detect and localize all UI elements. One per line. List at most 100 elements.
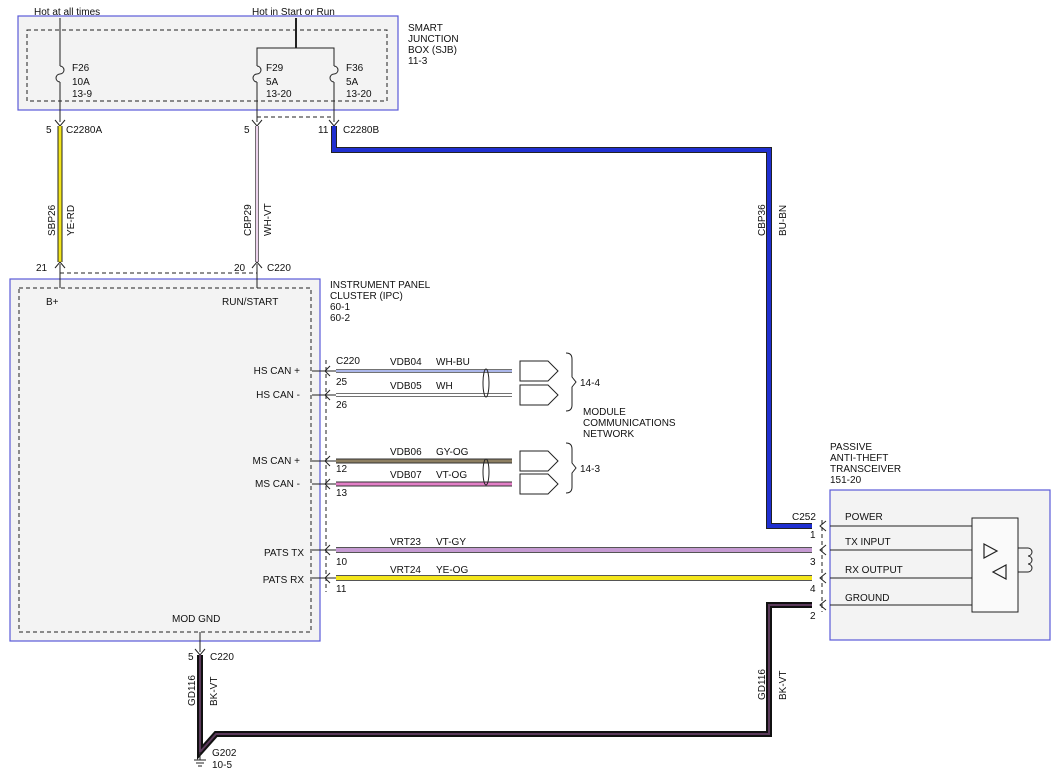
sjb-title: SMART JUNCTION BOX (SJB) 11-3 (408, 23, 459, 67)
svg-text:VT-OG: VT-OG (436, 470, 467, 481)
pats-connector: C252 (792, 512, 816, 523)
svg-text:11-3: 11-3 (408, 56, 428, 67)
ground-ref: 10-5 (212, 760, 232, 771)
svg-text:CBP29: CBP29 (243, 204, 254, 236)
network-title: MODULE COMMUNICATIONS NETWORK (583, 407, 676, 440)
svg-text:5A: 5A (266, 77, 279, 88)
svg-text:10A: 10A (72, 77, 90, 88)
svg-text:VT-GY: VT-GY (436, 537, 466, 548)
svg-text:VRT23: VRT23 (390, 537, 421, 548)
svg-text:RX OUTPUT: RX OUTPUT (845, 565, 903, 576)
fuse-f29: F29 5A 13-20 (252, 63, 292, 122)
pin-10: 10 (336, 557, 348, 568)
svg-text:1: 1 (810, 530, 816, 541)
ipc-pin-b: 21 (36, 263, 48, 274)
fuse-f26: F26 10A 13-9 (55, 63, 92, 122)
svg-text:WH-VT: WH-VT (263, 203, 274, 236)
network-connector-shapes (519, 352, 577, 495)
svg-text:GD116: GD116 (187, 675, 198, 706)
ipc-pin-run: 20 (234, 263, 246, 274)
svg-text:VDB06: VDB06 (390, 447, 422, 458)
can-network: VDB04 WH-BU VDB05 WH VDB06 GY-OG VDB07 V… (336, 352, 676, 495)
pin-12: 12 (336, 464, 348, 475)
svg-text:F36: F36 (346, 63, 364, 74)
gnd-pin: 5 (188, 652, 194, 663)
svg-text:60-1: 60-1 (330, 302, 350, 313)
sjb-pin-f36: 11 (318, 125, 329, 136)
svg-text:SMART: SMART (408, 23, 443, 34)
transceiver-icon (971, 517, 1033, 613)
svg-text:3: 3 (810, 557, 816, 568)
pats-terminal-ground: 2 GROUND (810, 593, 972, 622)
pats-terminal-tx-input: 3 TX INPUT (810, 537, 972, 568)
pin-26: 26 (336, 400, 348, 411)
svg-text:13-9: 13-9 (72, 89, 92, 100)
signal-label-pats-tx: PATS TX (264, 548, 304, 559)
pin-11: 11 (336, 584, 347, 595)
svg-text:F26: F26 (72, 63, 90, 74)
svg-text:13-20: 13-20 (266, 89, 292, 100)
svg-text:TRANSCEIVER: TRANSCEIVER (830, 464, 901, 475)
svg-text:BK-VT: BK-VT (778, 671, 789, 700)
pats-terminal-power: 1 POWER (810, 512, 972, 541)
signal-label-hs-can-minus: HS CAN - (256, 390, 300, 401)
svg-text:COMMUNICATIONS: COMMUNICATIONS (583, 418, 676, 429)
svg-text:NETWORK: NETWORK (583, 429, 634, 440)
svg-text:VDB07: VDB07 (390, 470, 422, 481)
svg-text:PASSIVE: PASSIVE (830, 442, 872, 453)
ipc-title: INSTRUMENT PANEL CLUSTER (IPC) 60-1 60-2 (330, 280, 431, 324)
svg-text:VDB05: VDB05 (390, 381, 422, 392)
svg-text:YE-OG: YE-OG (436, 565, 468, 576)
signal-label-pats-rx: PATS RX (263, 575, 305, 586)
sjb-connector-a: C2280A (66, 125, 102, 136)
wire-sbp26: SBP26 YE-RD (47, 126, 77, 262)
pin-25: 25 (336, 377, 348, 388)
instrument-panel-cluster: 21 20 C220 B+ RUN/START MOD GND INSTRUME… (9, 261, 431, 663)
svg-text:GROUND: GROUND (845, 593, 889, 604)
svg-text:WH-BU: WH-BU (436, 357, 470, 368)
svg-text:GY-OG: GY-OG (436, 447, 469, 458)
sjb-pin-f29: 5 (244, 125, 250, 136)
wire-vdb04: VDB04 WH-BU (336, 357, 512, 373)
svg-text:ANTI-THEFT: ANTI-THEFT (830, 453, 888, 464)
ipc-connector: C220 (267, 263, 291, 274)
sjb-pin-f26: 5 (46, 125, 52, 136)
wire-vrt23: VRT23 VT-GY (336, 537, 812, 553)
signal-label-ms-can-minus: MS CAN - (255, 479, 300, 490)
wire-cbp36: CBP36 BU-BN (331, 126, 812, 529)
svg-text:CBP36: CBP36 (757, 204, 768, 236)
twisted-pair-markers (482, 368, 490, 486)
svg-text:CLUSTER (IPC): CLUSTER (IPC) (330, 291, 403, 302)
ipc-label-b-plus: B+ (46, 297, 59, 308)
gnd-connector: C220 (210, 652, 234, 663)
svg-text:5A: 5A (346, 77, 359, 88)
wire-gd116: GD116 BK-VT GD116 BK-VT (187, 602, 812, 760)
svg-text:2: 2 (810, 611, 816, 622)
supply-label-always: Hot at all times (34, 7, 100, 18)
fuse-f36: F36 5A 13-20 (329, 63, 372, 122)
can-connector-label: C220 (336, 356, 360, 367)
ipc-label-run-start: RUN/START (222, 297, 278, 308)
svg-text:BK-VT: BK-VT (209, 677, 220, 706)
pats-terminal-rx-output: 4 RX OUTPUT (810, 565, 972, 595)
signal-label-hs-can-plus: HS CAN + (254, 366, 301, 377)
svg-text:4: 4 (810, 584, 816, 595)
svg-text:VRT24: VRT24 (390, 565, 421, 576)
svg-text:60-2: 60-2 (330, 313, 350, 324)
signal-label-ms-can-plus: MS CAN + (252, 456, 300, 467)
ground-name: G202 (212, 748, 237, 759)
svg-text:MODULE: MODULE (583, 407, 626, 418)
svg-text:JUNCTION: JUNCTION (408, 34, 459, 45)
svg-text:F29: F29 (266, 63, 284, 74)
network-ref-ms: 14-3 (580, 464, 600, 475)
sjb-connector-b: C2280B (343, 125, 379, 136)
svg-text:INSTRUMENT PANEL: INSTRUMENT PANEL (330, 280, 431, 291)
ipc-label-mod-gnd: MOD GND (172, 614, 220, 625)
ground-symbol-g202: G202 10-5 (194, 748, 237, 771)
svg-text:WH: WH (436, 381, 453, 392)
ipc-pin-stubs (312, 365, 336, 584)
pin-13: 13 (336, 488, 348, 499)
pats-title: PASSIVE ANTI-THEFT TRANSCEIVER 151-20 (830, 442, 901, 486)
svg-text:YE-RD: YE-RD (66, 205, 77, 236)
